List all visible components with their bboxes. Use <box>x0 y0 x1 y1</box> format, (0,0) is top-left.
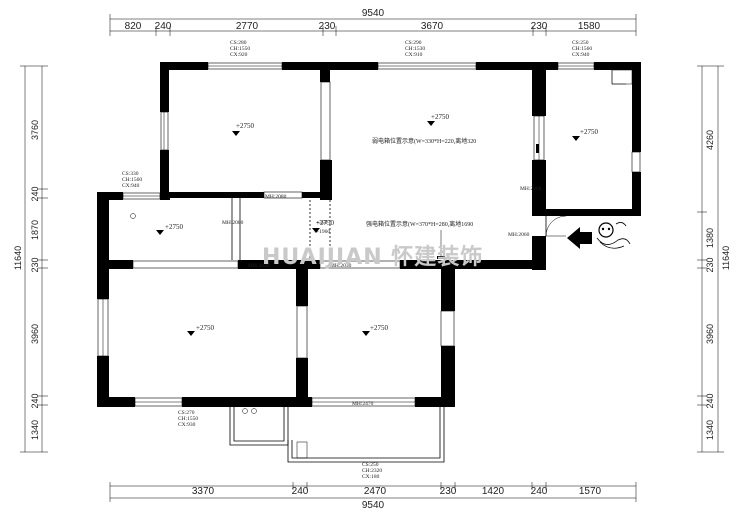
weak-box-note: 弱电箱位置示意(W=330*H=220,离地320 <box>372 137 476 145</box>
bottom-dimension-line: 3370 240 2470 230 1420 240 1570 9540 <box>109 482 637 511</box>
right-dim-2: 1380 <box>705 228 715 248</box>
top-dim-1: 820 <box>125 21 142 32</box>
svg-text:CX:940: CX:940 <box>122 183 140 189</box>
door-label-6: MH:2030 <box>330 263 352 269</box>
level-mark-right-room: +2750 <box>572 128 598 141</box>
top-dimension-line: 9540 820 240 2770 230 3670 230 1580 <box>109 8 637 36</box>
walls <box>97 62 641 407</box>
svg-text:+2750: +2750 <box>580 128 598 136</box>
person-figure-icon <box>596 222 631 249</box>
svg-text:CX:920: CX:920 <box>230 52 248 58</box>
svg-text:CS:250: CS:250 <box>572 40 589 46</box>
right-dim-3: 230 <box>705 257 715 272</box>
right-dim-4: 3960 <box>705 324 715 344</box>
right-dim-1: 4260 <box>705 130 715 150</box>
window-label-w5: CS:270 CH:1550 CX:930 <box>178 410 198 428</box>
level-mark-living: +2750 <box>427 113 449 126</box>
small-mark-top: +350 <box>316 220 328 226</box>
small-mark-bottom: +1960 <box>316 229 330 235</box>
level-mark-bedroom-br: +2750 <box>362 324 388 336</box>
strong-box-marker <box>437 256 445 259</box>
svg-text:+2750: +2750 <box>165 223 183 231</box>
svg-text:CX:180: CX:180 <box>362 474 380 480</box>
left-dim-5: 3960 <box>30 324 40 344</box>
svg-text:CX:930: CX:930 <box>178 422 196 428</box>
top-total-dim: 9540 <box>362 8 385 19</box>
right-dim-6: 1340 <box>705 420 715 440</box>
svg-text:CS:280: CS:280 <box>230 40 247 46</box>
top-dim-7: 1580 <box>578 21 601 32</box>
svg-text:CX:910: CX:910 <box>405 52 423 58</box>
interior-lines <box>130 69 633 463</box>
bottom-dim-1: 3370 <box>192 486 215 497</box>
left-dim-2: 240 <box>30 186 40 201</box>
left-dim-6: 240 <box>30 393 40 408</box>
door-label-5: MH:2030 <box>248 263 270 269</box>
bottom-dim-6: 240 <box>531 486 548 497</box>
watermark: HUAIJIAN 怀建装饰 <box>262 244 483 270</box>
bottom-total-dim: 9540 <box>362 500 385 511</box>
bottom-dim-2: 240 <box>292 486 309 497</box>
window-label-w3: CS:250 CH:1560 CX:940 <box>572 40 592 58</box>
svg-text:CH:2320: CH:2320 <box>362 468 382 474</box>
entry-arrow-icon <box>567 227 592 249</box>
svg-text:CH:1560: CH:1560 <box>122 177 142 183</box>
left-dimension-line: 11640 3760 240 1870 230 3960 240 1340 <box>13 65 48 453</box>
svg-text:+2750: +2750 <box>431 113 449 121</box>
window-label-w2: CS:290 CH:1530 CX:910 <box>405 40 425 58</box>
window-label-w6: CS:250 CH:2320 CX:180 <box>362 462 382 480</box>
svg-text:CS:270: CS:270 <box>178 410 195 416</box>
door-label-7: MH:2470 <box>352 401 374 407</box>
top-dim-2: 240 <box>155 21 172 32</box>
left-dim-7: 1340 <box>30 420 40 440</box>
window-label-w4: CS:330 CH:1560 CX:940 <box>122 171 142 189</box>
level-mark-bedroom-bl: +2750 <box>187 324 214 336</box>
bottom-dim-5: 1420 <box>482 486 505 497</box>
left-dim-3: 1870 <box>30 220 40 240</box>
svg-text:CH:1530: CH:1530 <box>405 46 425 52</box>
level-mark-corridor: +2750 <box>312 219 334 233</box>
svg-text:+2750: +2750 <box>196 324 214 332</box>
top-dim-3: 2770 <box>236 21 259 32</box>
top-dim-5: 3670 <box>421 21 444 32</box>
strong-box-note: 强电箱位置示意(W=370*H=280,离地1690 <box>366 220 473 228</box>
door-label-1: MH:2080 <box>265 194 287 200</box>
svg-text:CS:290: CS:290 <box>405 40 422 46</box>
bottom-dim-4: 230 <box>440 486 457 497</box>
right-dim-5: 240 <box>705 393 715 408</box>
svg-text:CH:1550: CH:1550 <box>178 416 198 422</box>
right-dimension-line: 4260 1380 230 3960 240 1340 11640 <box>697 65 731 453</box>
top-dim-6: 230 <box>531 21 548 32</box>
bottom-dim-7: 1570 <box>579 486 602 497</box>
left-total-dim: 11640 <box>13 246 23 270</box>
svg-text:CS:250: CS:250 <box>362 462 379 468</box>
door-label-4: MH:2060 <box>508 232 530 238</box>
window-label-w1: CS:280 CH:1550 CX:920 <box>230 40 250 58</box>
windows <box>97 62 641 407</box>
svg-text:CS:330: CS:330 <box>122 171 139 177</box>
svg-text:CH:1550: CH:1550 <box>230 46 250 52</box>
door-label-2: MH:2080 <box>222 220 244 226</box>
left-dim-4: 230 <box>30 257 40 272</box>
svg-text:+2750: +2750 <box>316 219 334 227</box>
weak-box-marker <box>536 144 539 153</box>
door-label-3: MH:2060 <box>520 186 542 192</box>
top-dim-4: 230 <box>319 21 336 32</box>
level-mark-kitchen: +2750 <box>156 223 183 235</box>
level-mark-bedroom-top: +2750 <box>232 122 254 136</box>
svg-text:CX:940: CX:940 <box>572 52 590 58</box>
svg-text:CH:1560: CH:1560 <box>572 46 592 52</box>
right-total-dim: 11640 <box>721 246 731 270</box>
svg-text:+2750: +2750 <box>236 122 254 130</box>
bottom-dim-3: 2470 <box>364 486 387 497</box>
left-dim-1: 3760 <box>30 120 40 140</box>
svg-text:+2750: +2750 <box>370 324 388 332</box>
